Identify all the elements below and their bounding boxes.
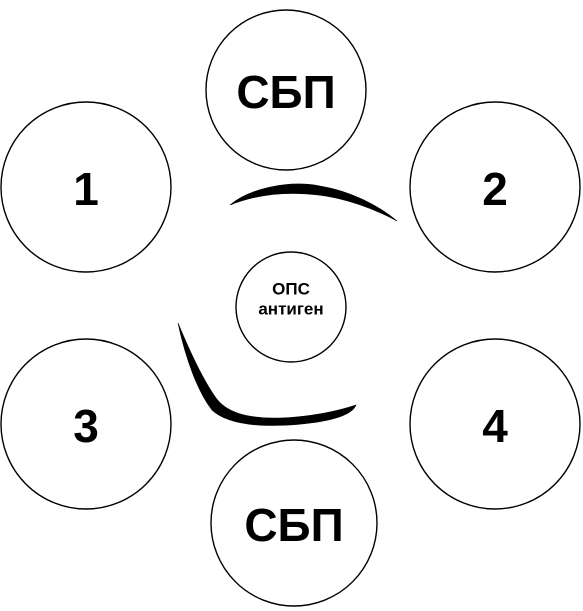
well-1: 1	[0, 101, 172, 273]
well-2: 2	[409, 101, 581, 273]
well-bottom-sbp: СБП	[210, 439, 378, 607]
well-4: 4	[409, 338, 581, 510]
precipitation-line-lower	[177, 322, 357, 426]
well-center-antigen: ОПС антиген	[235, 251, 347, 363]
well-top-sbp: СБП	[205, 9, 367, 171]
well-4-label: 4	[482, 400, 508, 452]
well-top-label: СБП	[236, 66, 335, 118]
center-label-line1: ОПС	[272, 280, 310, 299]
center-label-line2: антиген	[258, 300, 323, 319]
well-bottom-label: СБП	[244, 499, 343, 551]
well-2-label: 2	[482, 163, 508, 215]
well-3: 3	[0, 338, 172, 510]
well-3-label: 3	[73, 400, 99, 452]
precipitation-line-upper	[229, 183, 398, 222]
well-1-label: 1	[73, 163, 99, 215]
